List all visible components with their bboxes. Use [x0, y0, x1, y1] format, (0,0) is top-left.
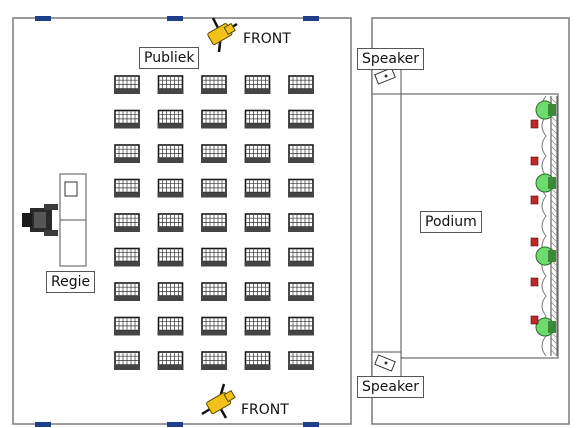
- seat: [157, 247, 184, 267]
- camera-front-bottom: [201, 383, 236, 419]
- seat: [114, 282, 140, 301]
- wall-accent: [167, 422, 183, 427]
- stage-light-red: [530, 277, 539, 287]
- seat: [201, 247, 227, 267]
- seat: [288, 144, 314, 163]
- seat: [288, 351, 314, 370]
- control-label: Regie: [46, 271, 96, 293]
- seat: [244, 178, 271, 198]
- wall-accent: [167, 16, 183, 21]
- seat: [157, 144, 184, 163]
- stage-light-red: [530, 119, 539, 129]
- front-label-top: FRONT: [243, 31, 291, 47]
- seat: [157, 316, 184, 336]
- podium-label: Podium: [420, 211, 482, 233]
- seat: [157, 75, 184, 94]
- seat: [201, 282, 227, 301]
- operator-figure: [22, 204, 58, 236]
- seat: [244, 75, 271, 94]
- speaker-label-top: Speaker: [357, 48, 424, 70]
- seat: [288, 178, 314, 198]
- seat: [288, 247, 314, 267]
- seat: [201, 75, 227, 94]
- stage-light-red: [530, 315, 539, 325]
- seat: [244, 213, 271, 232]
- stage-light-green: [535, 173, 556, 193]
- seat: [288, 282, 314, 301]
- seat: [244, 316, 271, 336]
- stage-light-green: [535, 246, 556, 266]
- wall-accent: [35, 16, 51, 21]
- seat: [114, 247, 140, 267]
- seat: [244, 144, 271, 163]
- seating-grid: [114, 75, 314, 370]
- front-label-bottom: FRONT: [241, 402, 289, 418]
- seat: [114, 109, 140, 129]
- audience-label: Publiek: [139, 47, 200, 69]
- seat: [288, 75, 314, 94]
- seat: [288, 316, 314, 336]
- control-desk: [59, 173, 87, 267]
- seat: [114, 144, 140, 163]
- stage-light-green: [535, 317, 556, 337]
- seat: [201, 316, 227, 336]
- wall-accents: [35, 16, 319, 427]
- seat: [244, 282, 271, 301]
- seat: [114, 316, 140, 336]
- seat: [157, 282, 184, 301]
- seat: [114, 178, 140, 198]
- speaker-box-top: [371, 65, 402, 95]
- seat: [244, 109, 271, 129]
- seat: [201, 351, 227, 370]
- seat: [157, 213, 184, 232]
- stage-light-red: [530, 237, 539, 247]
- seat: [157, 109, 184, 129]
- seat: [201, 213, 227, 232]
- speaker-label-bottom: Speaker: [357, 376, 424, 398]
- wall-accent: [303, 16, 319, 21]
- stage-lights: [530, 100, 556, 337]
- seat: [288, 213, 314, 232]
- seat: [157, 351, 184, 370]
- stage-area-wall: [371, 17, 570, 425]
- seat: [244, 247, 271, 267]
- speaker-box-bottom: [371, 351, 402, 378]
- wall-accent: [303, 422, 319, 427]
- seat: [114, 75, 140, 94]
- stage-light-red: [530, 156, 539, 166]
- wall-accent: [35, 422, 51, 427]
- seat: [244, 351, 271, 370]
- seat: [288, 109, 314, 129]
- seat: [114, 213, 140, 232]
- seat: [114, 351, 140, 370]
- seat: [201, 109, 227, 129]
- seat: [201, 178, 227, 198]
- stage-light-green: [535, 100, 556, 120]
- seat: [201, 144, 227, 163]
- stage-light-red: [530, 195, 539, 205]
- camera-front-top: [207, 17, 238, 53]
- seat: [157, 178, 184, 198]
